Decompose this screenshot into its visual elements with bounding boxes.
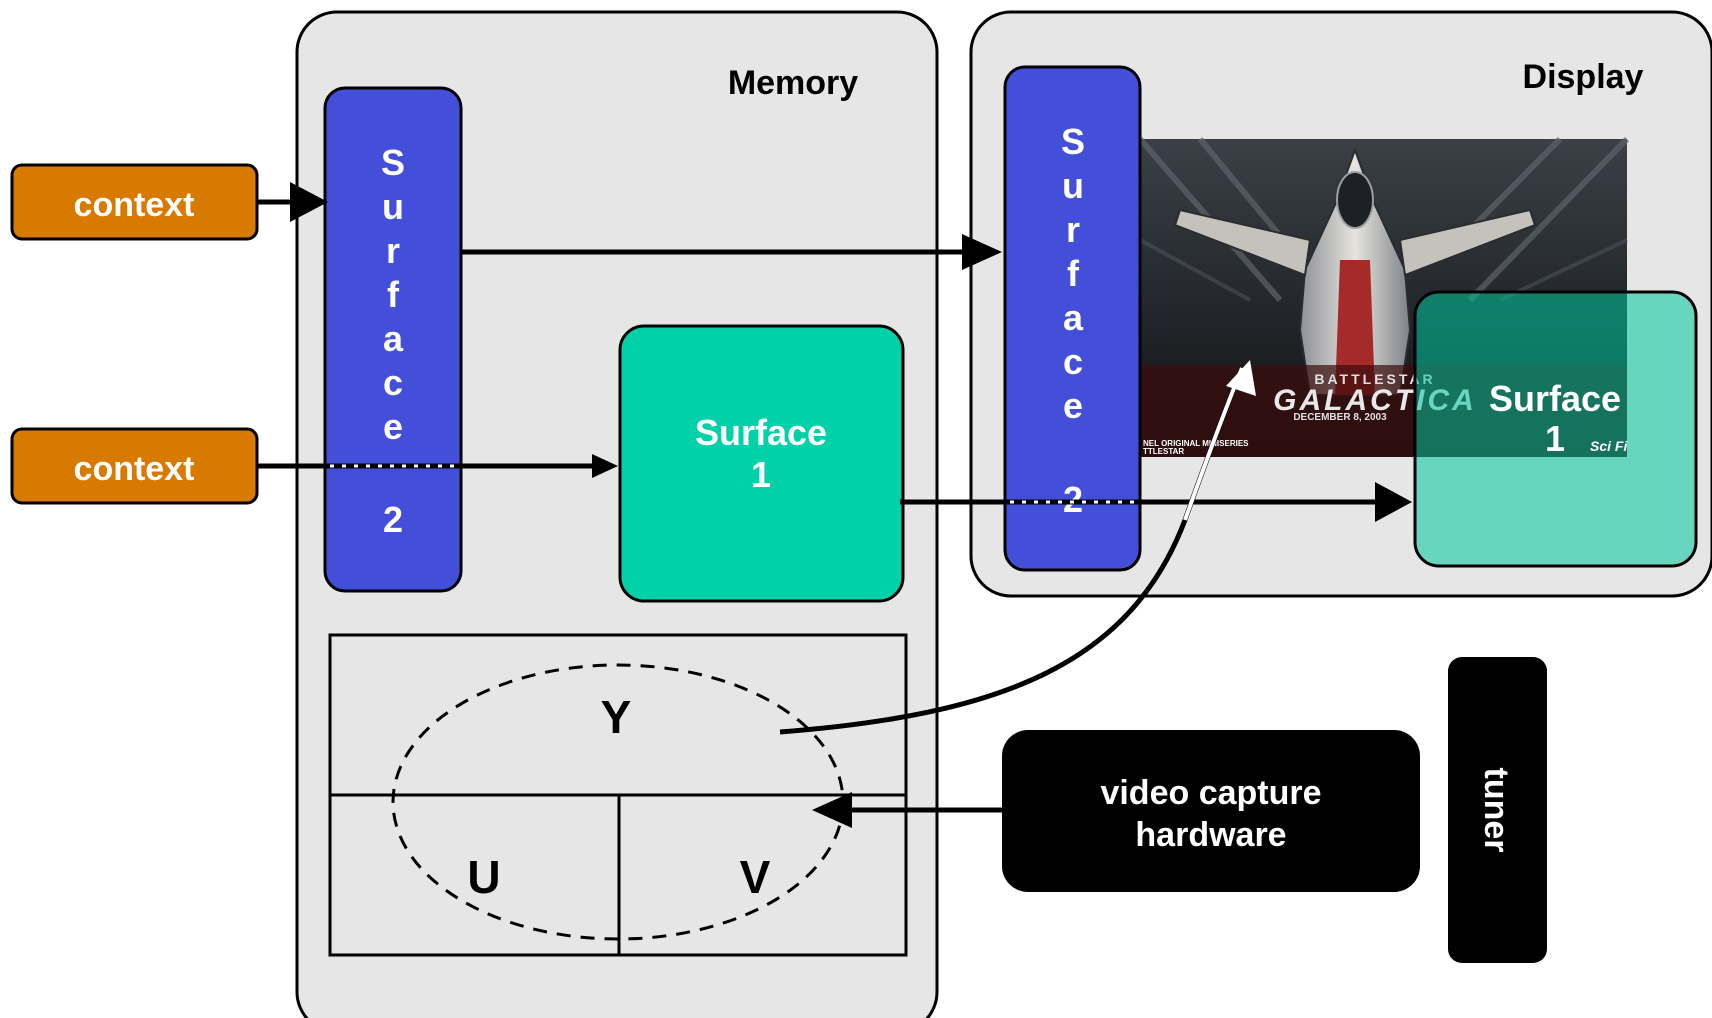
surface1-memory-line2: 1: [751, 454, 771, 495]
surface2-memory-letter: a: [383, 318, 404, 359]
video-capture-hardware: [1002, 730, 1420, 892]
surface1-memory: [618, 324, 905, 603]
arrowhead-context2: [592, 454, 618, 478]
surface2-display-letter: a: [1063, 297, 1084, 338]
surface2-memory-letter: e: [383, 406, 403, 447]
surface2-display-letter: r: [1066, 209, 1080, 250]
screenshot-date: DECEMBER 8, 2003: [1293, 412, 1387, 423]
surface2-memory-number: 2: [383, 499, 403, 540]
surface1-memory-line1: Surface: [695, 412, 827, 453]
surface2-memory-letter: u: [382, 186, 404, 227]
surface2-display-letter: S: [1061, 121, 1085, 162]
surface2-memory-letter: c: [383, 362, 403, 403]
capture-line1: video capture: [1100, 774, 1321, 812]
surface2-memory-letter: f: [387, 274, 400, 315]
arrowhead-context1: [290, 182, 328, 222]
surface2-display: [1003, 65, 1142, 572]
arrowhead-y-to-display: [1226, 360, 1256, 396]
screenshot-credit-2: TTLESTAR: [1143, 447, 1184, 456]
surface2-memory-letter: S: [381, 142, 405, 183]
surface1-display-line1: Surface: [1489, 378, 1621, 419]
memory-label: Memory: [728, 64, 858, 102]
arrowhead-capture-to-yuv: [812, 792, 852, 828]
surface2-display-letter: e: [1063, 385, 1083, 426]
screenshot-credit-1: NEL ORIGINAL MINISERIES: [1143, 439, 1249, 448]
display-label: Display: [1523, 58, 1644, 96]
context-label-2: context: [74, 450, 195, 488]
arrowhead-surface2-display: [962, 234, 1002, 270]
surface2-display-letter: c: [1063, 341, 1083, 382]
surface2-display-letter: u: [1062, 165, 1084, 206]
surface2-memory-letter: r: [386, 230, 400, 271]
tuner-box: [1448, 657, 1547, 963]
tuner-label: tuner: [1477, 768, 1515, 853]
capture-line2: hardware: [1135, 816, 1286, 854]
surface1-display-line2: 1: [1545, 418, 1565, 459]
screenshot-logo-small: BATTLESTAR: [1314, 371, 1435, 387]
yuv-v-label: V: [740, 851, 771, 903]
screenshot-network: Sci Fi: [1590, 438, 1628, 454]
yuv-y-label: Y: [601, 691, 632, 743]
surface2-display-letter: f: [1067, 253, 1080, 294]
arrowhead-surface1-display: [1375, 482, 1412, 522]
context-label-1: context: [74, 186, 195, 224]
surface1-display: [1413, 290, 1698, 568]
yuv-u-label: U: [467, 851, 500, 903]
